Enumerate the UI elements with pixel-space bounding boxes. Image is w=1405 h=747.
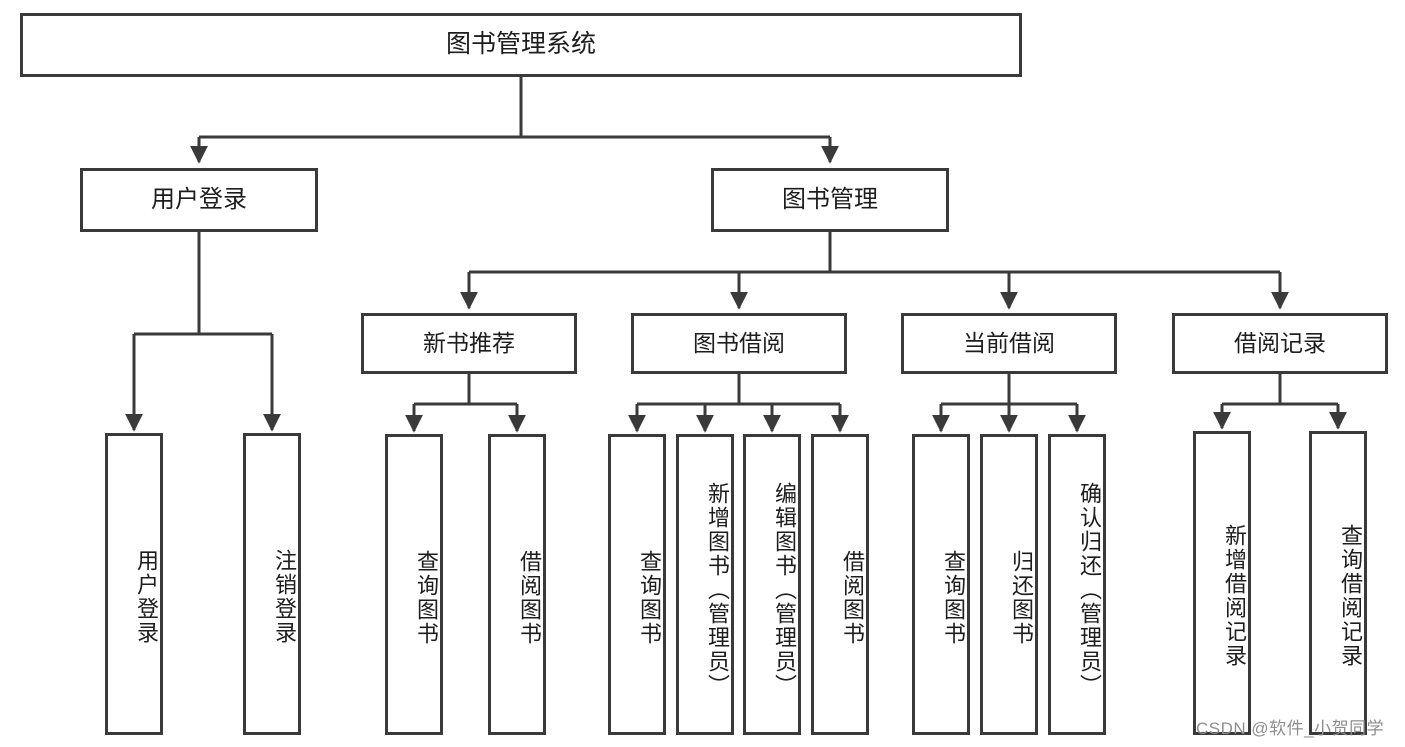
node-current-borrow[interactable]: 当前借阅 — [901, 313, 1117, 374]
leaf-recommend-borrow-book[interactable]: 借阅图书 — [488, 434, 546, 735]
leaf-current-query-book[interactable]: 查询图书 — [912, 434, 970, 735]
node-label: 当前借阅 — [963, 330, 1055, 357]
node-borrow-record[interactable]: 借阅记录 — [1172, 313, 1388, 374]
leaf-user-login-signin[interactable]: 用户登录 — [105, 433, 163, 735]
node-label: 图书管理 — [782, 186, 878, 213]
node-label: 确认归还（管理员） — [1077, 481, 1102, 698]
node-label: 查询借阅记录 — [1338, 524, 1363, 668]
node-label: 新书推荐 — [423, 330, 515, 357]
node-label: 图书管理系统 — [445, 30, 596, 59]
node-label: 借阅图书 — [517, 549, 542, 646]
node-label: 归还图书 — [1009, 549, 1034, 646]
leaf-user-login-signout[interactable]: 注销登录 — [243, 433, 301, 735]
node-new-book-recommend[interactable]: 新书推荐 — [361, 313, 577, 374]
leaf-recommend-query-book[interactable]: 查询图书 — [385, 434, 443, 735]
node-label: 编辑图书（管理员） — [772, 481, 797, 698]
node-label: 注销登录 — [272, 549, 297, 645]
csdn-watermark: CSDN @软件_小贺同学 — [1196, 719, 1385, 738]
leaf-borrow-add-book-admin[interactable]: 新增图书（管理员） — [676, 434, 734, 735]
node-root-system[interactable]: 图书管理系统 — [20, 13, 1022, 77]
node-label: 借阅图书 — [840, 549, 865, 646]
leaf-record-query-record[interactable]: 查询借阅记录 — [1309, 431, 1367, 735]
leaf-borrow-edit-book-admin[interactable]: 编辑图书（管理员） — [743, 434, 801, 735]
node-label: 新增图书（管理员） — [705, 481, 730, 698]
node-label: 查询图书 — [941, 549, 966, 646]
node-book-borrow[interactable]: 图书借阅 — [631, 313, 847, 374]
node-user-login[interactable]: 用户登录 — [80, 168, 318, 232]
node-label: 查询图书 — [414, 549, 439, 646]
node-label: 借阅记录 — [1234, 330, 1326, 357]
leaf-borrow-query-book[interactable]: 查询图书 — [608, 434, 666, 735]
leaf-current-return-book[interactable]: 归还图书 — [980, 434, 1038, 735]
node-book-management[interactable]: 图书管理 — [711, 168, 949, 232]
node-label: 图书借阅 — [693, 330, 785, 357]
leaf-borrow-borrow-book[interactable]: 借阅图书 — [811, 434, 869, 735]
leaf-current-confirm-return-admin[interactable]: 确认归还（管理员） — [1048, 434, 1106, 735]
node-label: 用户登录 — [134, 549, 159, 645]
node-label: 新增借阅记录 — [1222, 524, 1247, 668]
leaf-record-add-record[interactable]: 新增借阅记录 — [1193, 431, 1251, 735]
node-label: 用户登录 — [151, 186, 247, 213]
node-label: 查询图书 — [637, 549, 662, 646]
